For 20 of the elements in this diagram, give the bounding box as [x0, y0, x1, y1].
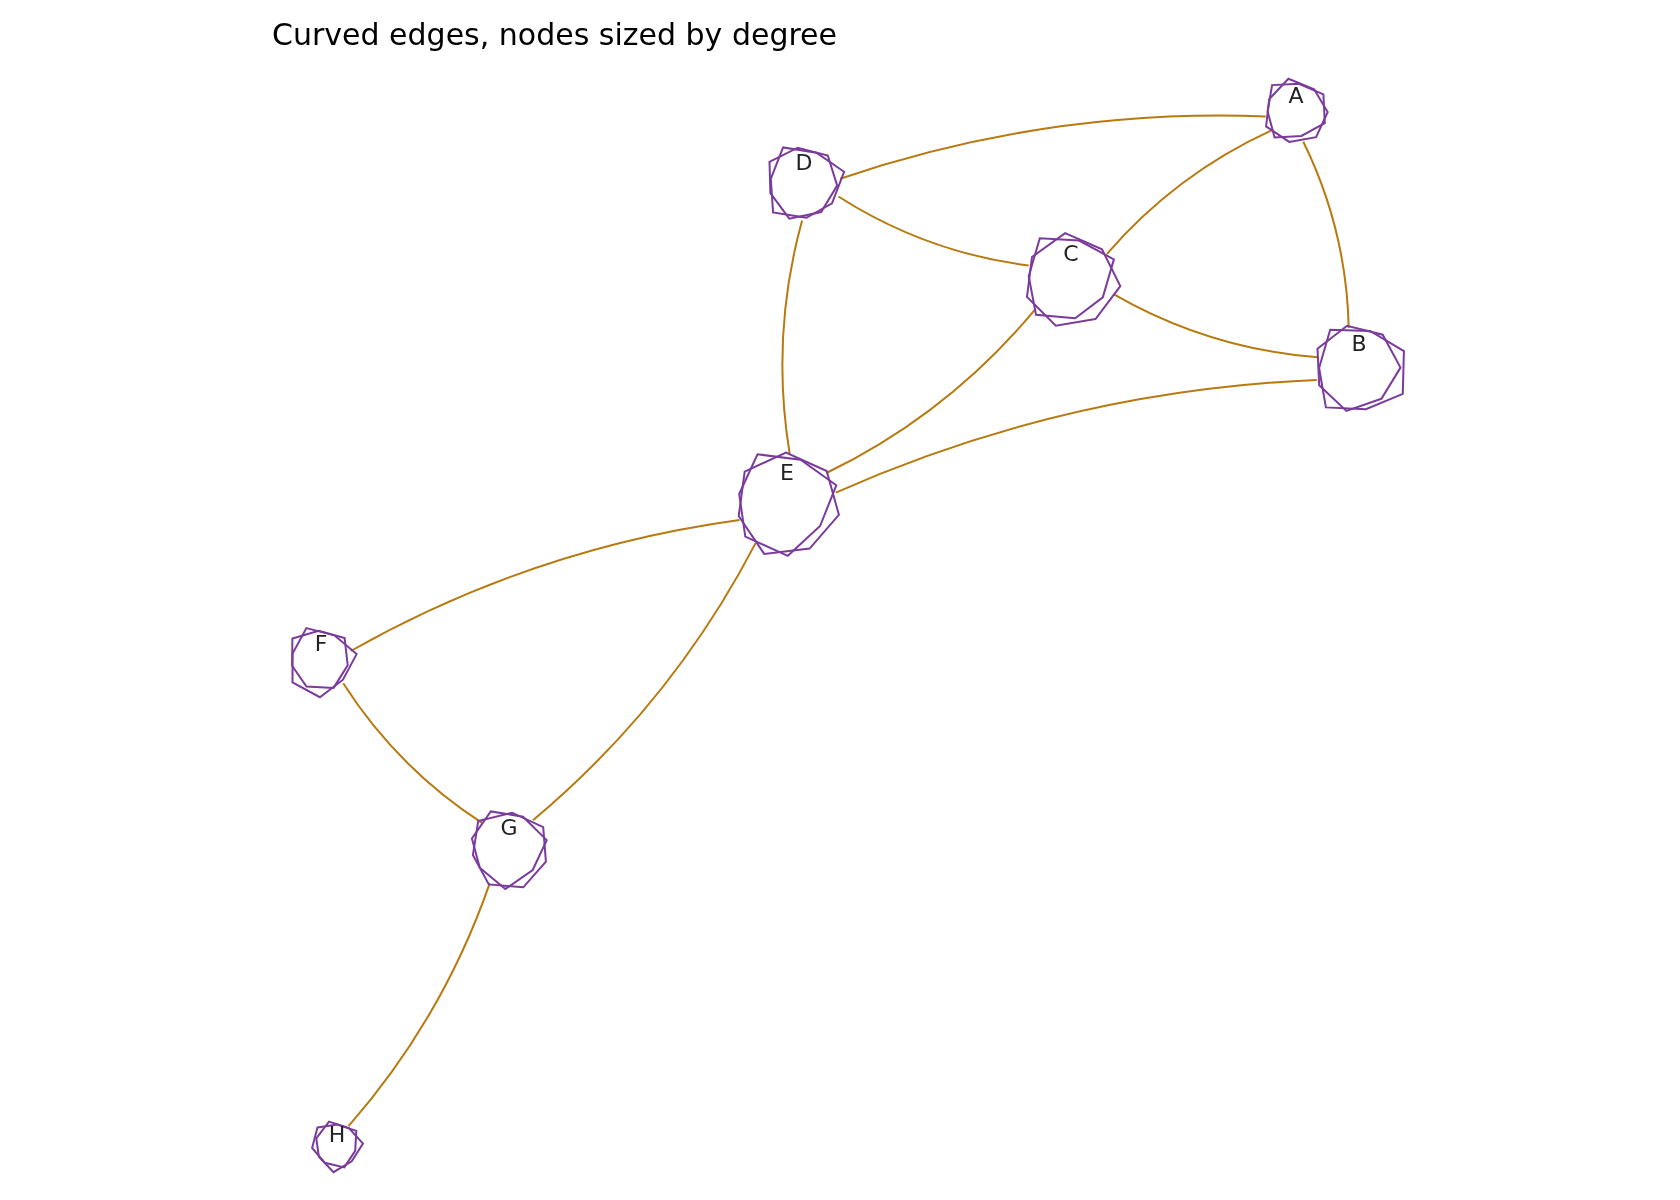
curved-edge	[825, 307, 1037, 474]
node-label: F	[314, 632, 328, 655]
node-label: B	[1351, 332, 1367, 355]
node-label: D	[795, 152, 813, 175]
node-label: H	[328, 1124, 346, 1147]
curved-edge	[837, 195, 1030, 267]
curved-edge	[1113, 293, 1319, 359]
curved-edge	[781, 219, 804, 455]
curved-edge	[834, 378, 1318, 494]
node-label: G	[500, 816, 518, 839]
curved-edge	[342, 682, 483, 824]
curved-edge	[532, 542, 757, 822]
curved-edge	[349, 519, 741, 652]
curved-edge	[347, 882, 491, 1128]
curved-edge	[1106, 129, 1273, 255]
node-label: E	[780, 461, 794, 484]
chart-title: Curved edges, nodes sized by degree	[272, 16, 838, 54]
curved-edge	[1302, 140, 1350, 329]
node-label: A	[1288, 84, 1304, 107]
node-label: C	[1063, 242, 1079, 265]
